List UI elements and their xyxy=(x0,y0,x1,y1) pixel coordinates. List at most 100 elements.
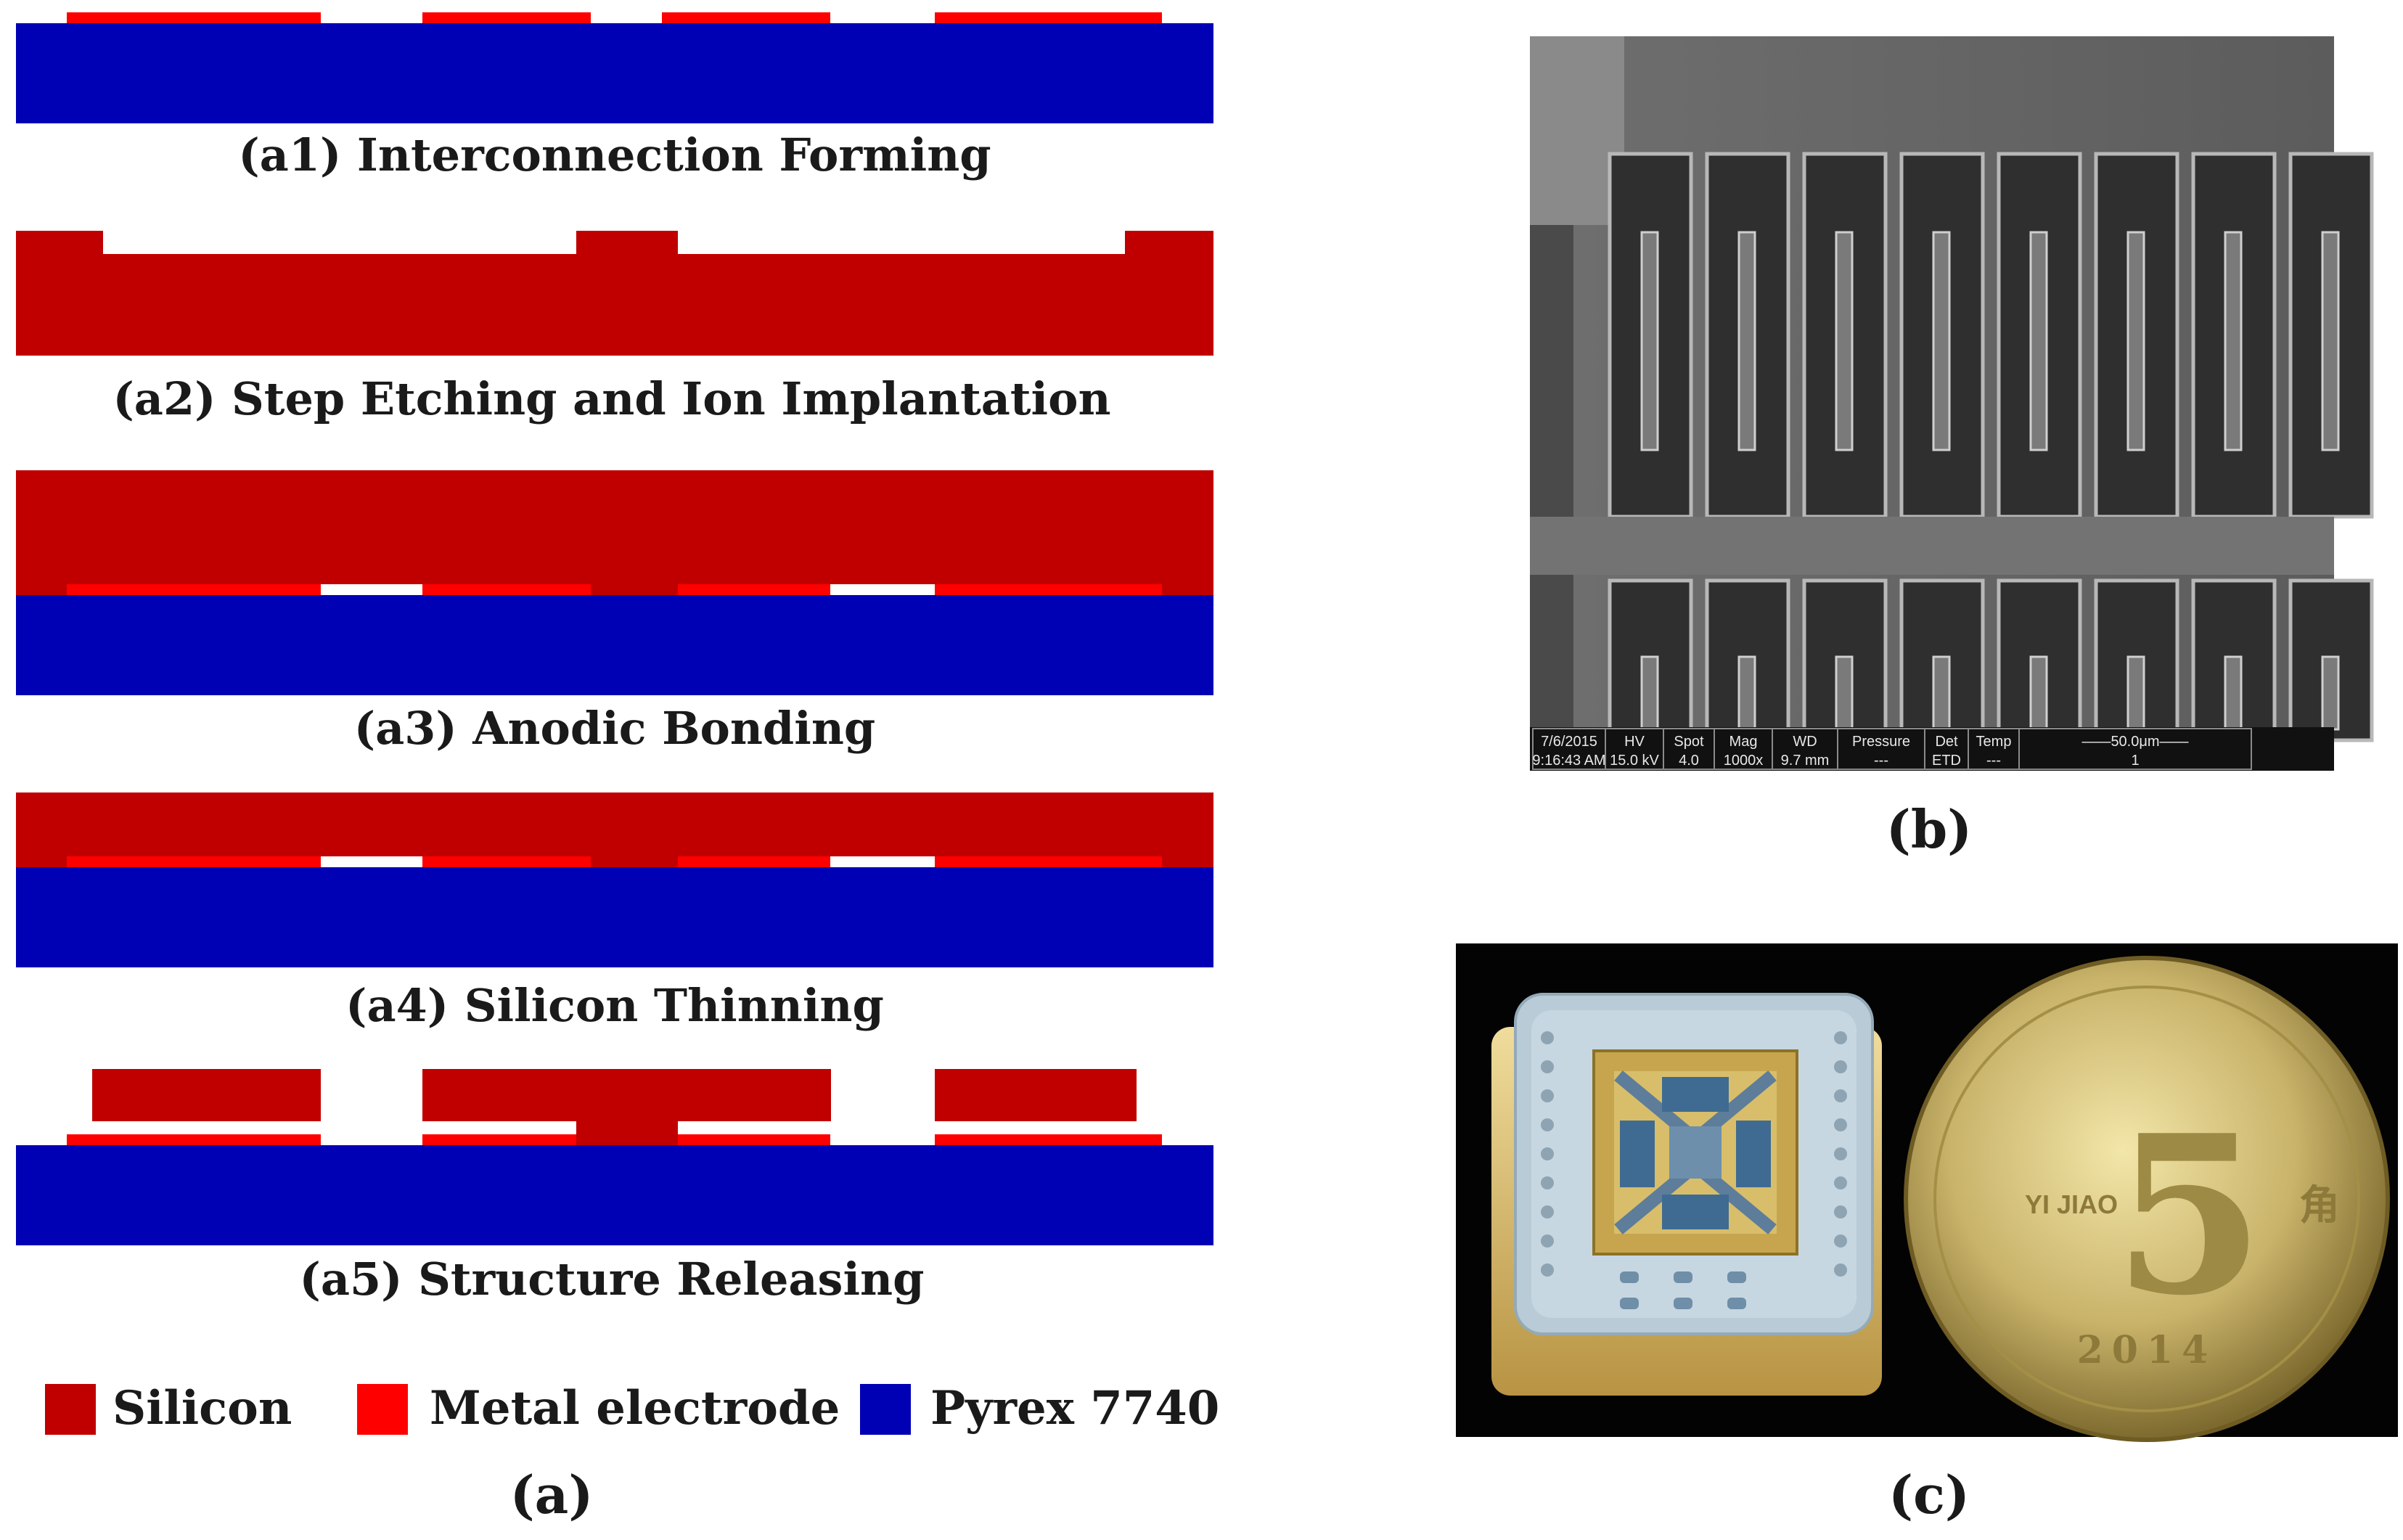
pin xyxy=(1834,1234,1847,1248)
sem-finger-lower xyxy=(1932,655,1951,731)
sem-info-header: Spot xyxy=(1674,734,1704,750)
metal-electrode xyxy=(662,12,830,23)
sem-info-header: Mag xyxy=(1729,734,1758,750)
sem-info-value: ETD xyxy=(1932,753,1961,769)
step-a3-diagram xyxy=(16,470,1213,695)
legend-label-pyrex: Pyrex 7740 xyxy=(930,1381,1219,1435)
sem-info-value: 9.7 mm xyxy=(1781,753,1830,769)
legend-label-silicon: Silicon xyxy=(112,1381,292,1435)
sem-info-header: Det xyxy=(1935,734,1958,750)
pin xyxy=(1541,1176,1554,1189)
sem-info-header: WD xyxy=(1793,734,1817,750)
sem-finger-lower xyxy=(2126,655,2145,731)
pin xyxy=(1834,1205,1847,1219)
sem-finger-upper xyxy=(1737,231,1756,451)
legend: Silicon Metal electrode Pyrex 7740 xyxy=(45,1381,1219,1435)
step-a1-diagram xyxy=(16,12,1213,123)
metal-electrode xyxy=(422,12,591,23)
sem-finger-upper xyxy=(2126,231,2145,451)
comb-block-bottom xyxy=(1662,1195,1729,1229)
sem-info-cell xyxy=(2018,728,2252,770)
sem-finger-lower xyxy=(2321,655,2340,731)
sem-info-value: 9:16:43 AM xyxy=(1532,753,1605,769)
step-a5-label: (a5) Structure Releasing xyxy=(300,1253,925,1306)
comb-block-top xyxy=(1662,1077,1729,1112)
panel-a-label: (a) xyxy=(510,1464,594,1525)
silicon-wafer-thinned xyxy=(16,792,1213,867)
pyrex-substrate xyxy=(16,1145,1213,1245)
panel-c-label: (c) xyxy=(1888,1464,1970,1525)
step-a1-label: (a1) Interconnection Forming xyxy=(238,128,991,181)
comb-block-right xyxy=(1736,1121,1771,1187)
silicon-structure xyxy=(92,1069,321,1121)
silicon-structure xyxy=(935,1069,1137,1121)
pyrex-substrate xyxy=(16,595,1213,695)
metal-electrode xyxy=(678,584,830,595)
pin xyxy=(1834,1118,1847,1131)
pin xyxy=(1541,1263,1554,1277)
metal-electrode xyxy=(422,584,591,595)
sem-info-header: Pressure xyxy=(1852,734,1910,750)
sem-finger-upper xyxy=(1835,231,1854,451)
step-a3-label: (a3) Anodic Bonding xyxy=(354,702,876,755)
pin xyxy=(1541,1234,1554,1248)
legend-swatch-silicon xyxy=(45,1384,96,1435)
proof-mass xyxy=(1669,1126,1722,1179)
pin xyxy=(1541,1205,1554,1219)
pin xyxy=(1834,1060,1847,1073)
metal-electrode xyxy=(678,1134,830,1145)
sem-spine-bar xyxy=(1530,517,2334,575)
metal-electrode xyxy=(678,856,830,867)
sem-info-value: --- xyxy=(1986,753,2001,769)
step-a4-label: (a4) Silicon Thinning xyxy=(345,979,884,1032)
pin xyxy=(1834,1263,1847,1277)
pin xyxy=(1834,1176,1847,1189)
metal-electrode xyxy=(935,584,1162,595)
step-a2-diagram xyxy=(16,231,1213,356)
sem-finger-upper xyxy=(1640,231,1659,451)
panel-b-label: (b) xyxy=(1886,798,1972,860)
metal-electrode xyxy=(422,856,591,867)
pyrex-substrate xyxy=(16,23,1213,123)
coin-text-right: 角 xyxy=(2299,1181,2340,1229)
sem-info-header: ——50.0μm—— xyxy=(2081,734,2188,750)
pin xyxy=(1834,1089,1847,1102)
metal-electrode xyxy=(67,856,321,867)
pin xyxy=(1541,1089,1554,1102)
pin xyxy=(1834,1031,1847,1044)
sem-finger-lower xyxy=(1737,655,1756,731)
panel-a-process-flow: (a1) Interconnection Forming (a2) Step E… xyxy=(16,12,1219,1525)
metal-electrode xyxy=(67,12,321,23)
step-a2-label: (a2) Step Etching and Ion Implantation xyxy=(112,372,1110,425)
sem-info-header: HV xyxy=(1624,734,1645,750)
metal-electrode xyxy=(935,856,1162,867)
pyrex-substrate xyxy=(16,867,1213,967)
legend-swatch-pyrex xyxy=(860,1384,911,1435)
comb-finger-array xyxy=(1608,152,2374,742)
sem-finger-lower xyxy=(1835,655,1854,731)
sem-finger-lower xyxy=(2029,655,2048,731)
panel-c-photo: 5 YI JIAO 角 2014 (c) xyxy=(1456,943,2398,1525)
metal-electrode xyxy=(935,1134,1162,1145)
sem-info-header: Temp xyxy=(1976,734,2012,750)
metal-electrode xyxy=(935,12,1162,23)
step-a4-diagram xyxy=(16,792,1213,967)
sem-finger-upper xyxy=(2029,231,2048,451)
pin xyxy=(1541,1118,1554,1131)
sem-finger-upper xyxy=(2321,231,2340,451)
pin xyxy=(1541,1031,1554,1044)
coin-numeral: 5 xyxy=(2113,1087,2265,1343)
sem-finger-upper xyxy=(1932,231,1951,451)
pin xyxy=(1834,1147,1847,1160)
silicon-wafer-stepped xyxy=(16,231,1213,356)
sem-info-value: --- xyxy=(1874,753,1888,769)
metal-electrode xyxy=(422,1134,591,1145)
sem-info-value: 1 xyxy=(2131,753,2139,769)
pin xyxy=(1541,1147,1554,1160)
pad-marks xyxy=(1620,1271,1746,1309)
sem-finger-lower xyxy=(2224,655,2243,731)
legend-swatch-metal-electrode xyxy=(357,1384,408,1435)
